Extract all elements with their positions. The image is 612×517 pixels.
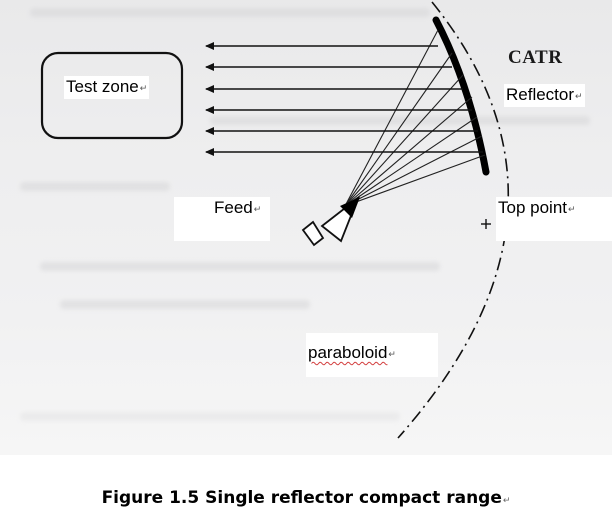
test-zone-box [40, 51, 184, 140]
bleed-through-text [60, 300, 310, 309]
catr-label: CATR [508, 47, 563, 68]
feed-rays [344, 29, 486, 207]
bleed-through-text [40, 262, 440, 271]
paraboloid-label: paraboloid↵ [306, 333, 438, 377]
reflector-label: Reflector↵ [504, 84, 585, 107]
bleed-through-text [210, 116, 590, 125]
collimated-rays [205, 42, 483, 156]
bleed-through-text [30, 8, 430, 17]
figure-caption: Figure 1.5 Single reflector compact rang… [101, 488, 511, 508]
top-point-label: Top point↵ [496, 197, 612, 241]
bleed-through-text [20, 182, 170, 191]
bleed-through-text [20, 412, 400, 421]
feed-label: Feed↵ [174, 197, 270, 241]
test-zone-label: Test zone↵ [64, 76, 150, 99]
